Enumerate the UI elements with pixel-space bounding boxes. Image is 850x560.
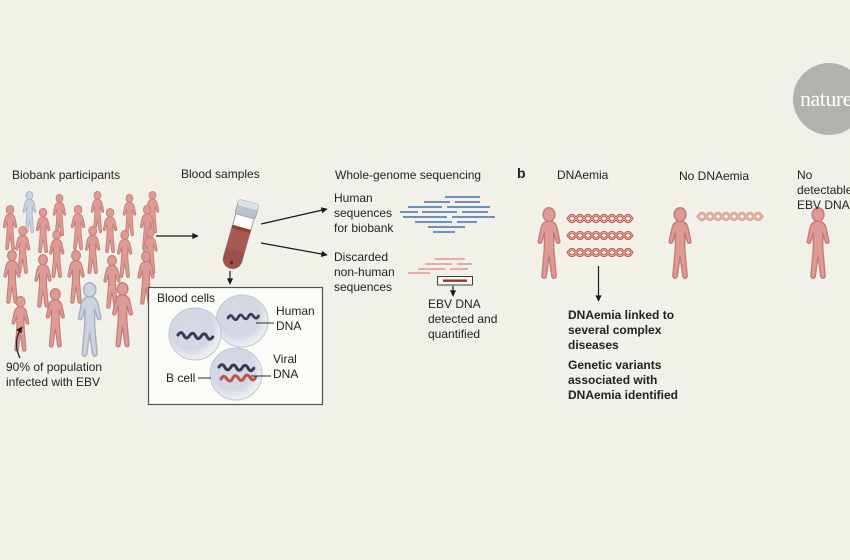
tube-to-human-seq-arrow (260, 207, 328, 225)
person-figure (34, 253, 52, 308)
human-dna-label: Human DNA (276, 304, 315, 333)
blood-samples-label: Blood samples (181, 167, 260, 181)
person-figure (67, 249, 85, 304)
dnaemia-helices (566, 211, 764, 258)
nature-logo-circle (793, 63, 850, 135)
person-figure (3, 249, 21, 304)
dna-helix (566, 230, 634, 241)
sequencing-title: Whole-genome sequencing (335, 168, 482, 182)
discarded-reads-label: Discarded non-human sequences (334, 250, 395, 294)
dna-helix (566, 213, 634, 224)
participants-label: Biobank participants (12, 168, 121, 182)
blood-cell (215, 294, 269, 348)
person-figure (11, 295, 30, 352)
person-figure (70, 205, 86, 251)
nature-logo-text: nature (800, 86, 850, 111)
dna-helix-faint (696, 211, 764, 222)
ebv-dna-note: EBV DNA detected and quantified (428, 297, 498, 341)
blood-cells-title: Blood cells (157, 291, 216, 305)
tube-to-discarded-arrow (260, 242, 328, 258)
panel-b-tag: b (517, 165, 526, 181)
blood-cells-inset (147, 286, 324, 406)
person-figure (2, 205, 18, 251)
no-detectable-column-label: No detectable EBV DNA (797, 168, 850, 212)
person-figure (806, 206, 830, 279)
no-dnaemia-column-label: No DNAemia (679, 169, 750, 183)
infection-note-arrow (15, 326, 23, 359)
person-figure (537, 206, 561, 279)
person-figure (49, 229, 65, 278)
viral-dna-label: Viral DNA (273, 352, 299, 381)
person-figure (85, 225, 101, 274)
finding-genetic-variants: Genetic variants associated with DNAemia… (568, 358, 679, 402)
person-figure (122, 193, 137, 237)
crowd-illustration (2, 190, 160, 357)
person-figure (668, 206, 692, 279)
flow-arrows (15, 207, 602, 359)
infection-note: 90% of population infected with EBV (6, 360, 103, 389)
blood-tube-illustration (222, 199, 259, 270)
person-figure (77, 281, 102, 357)
person-figure (22, 190, 37, 234)
dnaemia-column-label: DNAemia (557, 168, 609, 182)
human-reads-label: Human sequences for biobank (334, 191, 394, 235)
person-figure (52, 193, 67, 237)
person-figure (35, 208, 51, 254)
person-figure (102, 208, 118, 254)
person-figure (45, 287, 65, 348)
panel-b-figures (537, 206, 830, 279)
b-cell-label: B cell (166, 371, 196, 385)
dna-helix (566, 247, 634, 258)
finding-dnaemia-diseases: DNAemia linked to several complex diseas… (568, 308, 675, 352)
person-figure (117, 229, 133, 278)
b-cell-illustration (209, 347, 263, 401)
sequencing-reads (400, 196, 495, 274)
